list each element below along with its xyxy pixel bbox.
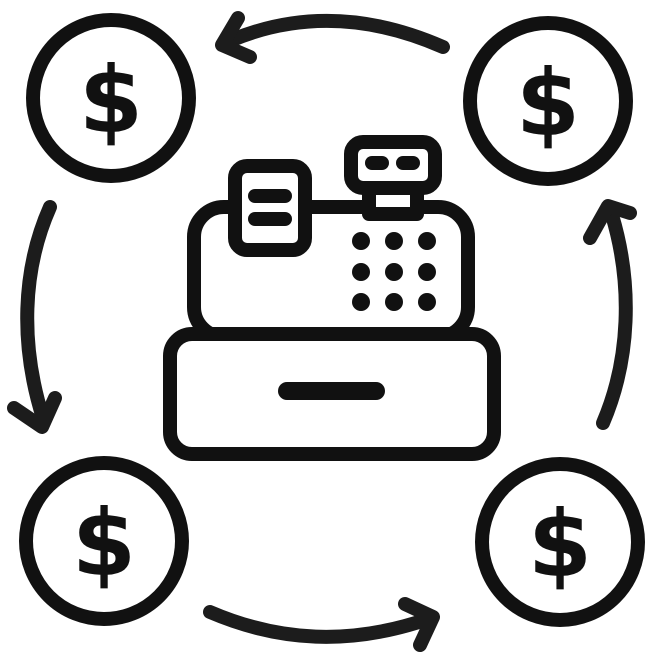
arrow-left-icon	[7, 200, 62, 434]
dollar-coin-icon	[463, 16, 633, 186]
dollar-sign: $	[528, 491, 592, 598]
dollar-sign: $	[72, 490, 136, 597]
dollar-coin-icon	[26, 13, 196, 183]
coin-bottom-right: $	[475, 457, 645, 627]
display-screen	[344, 135, 442, 195]
coin-top-left: $	[26, 13, 196, 183]
coin-bottom-left: $	[19, 456, 189, 626]
arrow-top-icon	[215, 11, 450, 64]
dollar-coin-icon	[475, 457, 645, 627]
keypad	[352, 232, 436, 311]
arrow-right-icon	[583, 199, 637, 430]
coin-top-right: $	[463, 16, 633, 186]
circular-arrows-icon	[7, 11, 637, 652]
dollar-sign: $	[79, 47, 143, 154]
dollar-sign: $	[516, 50, 580, 157]
dollar-coin-icon	[19, 456, 189, 626]
cash-register-icon	[163, 135, 501, 461]
receipt-icon	[228, 159, 312, 257]
arrow-bottom-icon	[203, 597, 440, 652]
